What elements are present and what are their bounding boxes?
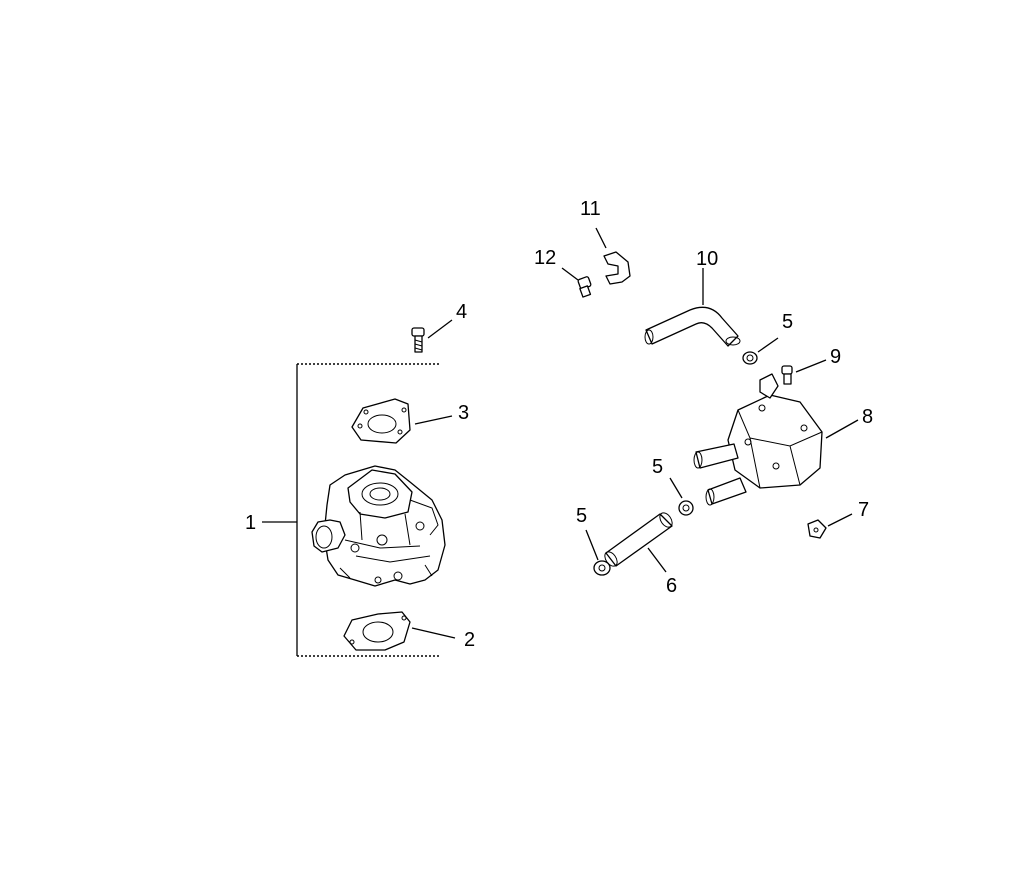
callout-2: 2 — [464, 629, 475, 651]
callout-7: 7 — [858, 499, 869, 521]
part-1-carburetor — [311, 465, 446, 587]
part-10-bent-hose — [644, 306, 741, 347]
part-12-screw — [577, 276, 592, 298]
callout-5-middle: 5 — [652, 456, 663, 478]
callout-11: 11 — [580, 198, 601, 220]
part-5-clamp-top — [742, 351, 758, 365]
part-9-screw — [781, 365, 793, 385]
callout-5-lower: 5 — [576, 505, 587, 527]
part-11-clip — [603, 251, 631, 285]
part-5-clamp-lower — [593, 560, 611, 576]
part-2-lower-gasket — [343, 611, 411, 651]
part-5-clamp-middle — [678, 500, 694, 516]
part-3-upper-gasket — [351, 398, 411, 444]
assembly-bracket — [262, 363, 440, 657]
part-7-bracket — [807, 519, 827, 539]
callout-4: 4 — [456, 301, 467, 323]
callout-12: 12 — [534, 247, 556, 269]
callout-6: 6 — [666, 575, 677, 597]
callout-3: 3 — [458, 402, 469, 424]
part-4-screw — [411, 327, 425, 353]
callout-1: 1 — [245, 512, 256, 534]
callout-8: 8 — [862, 406, 873, 428]
part-8-fuel-pump — [693, 373, 823, 506]
part-6-straight-hose — [604, 512, 673, 567]
callout-10: 10 — [696, 248, 718, 270]
callout-9: 9 — [830, 346, 841, 368]
callout-5-top: 5 — [782, 311, 793, 333]
